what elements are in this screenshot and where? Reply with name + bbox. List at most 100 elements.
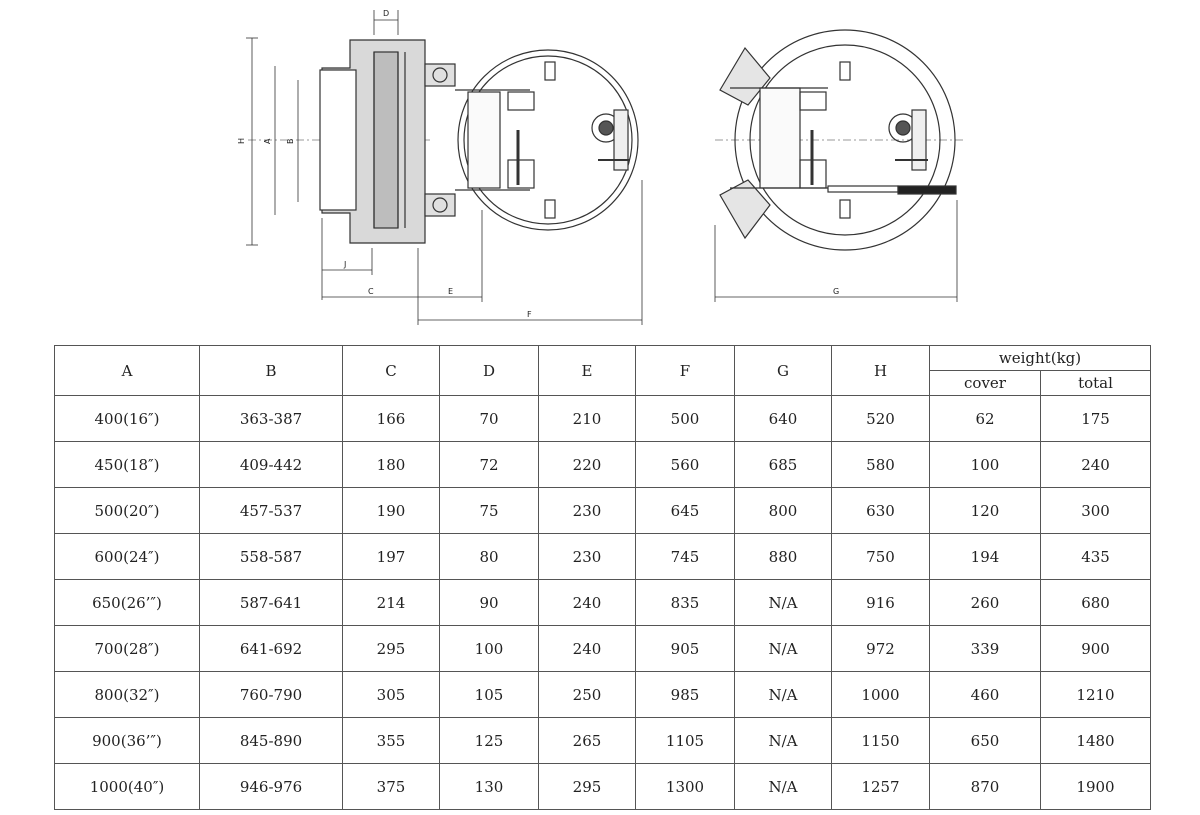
cell-b: 457-537	[199, 487, 343, 534]
cell-f: 985	[635, 671, 735, 718]
cell-d: 72	[439, 441, 539, 488]
dimension-lines	[321, 10, 958, 325]
cell-d: 130	[439, 763, 539, 810]
cell-a: 500(20″)	[54, 487, 200, 534]
cell-h: 580	[831, 441, 930, 488]
cell-e: 230	[538, 533, 636, 580]
cell-cover: 460	[929, 671, 1041, 718]
col-header-weight: weight(kg)	[928, 345, 1152, 371]
front-view	[715, 29, 965, 251]
cell-c: 305	[342, 671, 440, 718]
col-header-e: E	[538, 345, 636, 396]
cell-h: 972	[831, 625, 930, 672]
cell-f: 1300	[635, 763, 735, 810]
dim-label-e: E	[448, 287, 453, 296]
cell-e: 210	[538, 395, 636, 442]
cell-total: 1900	[1039, 763, 1152, 810]
cell-b: 845-890	[199, 717, 343, 764]
col-header-h: H	[831, 345, 930, 396]
cell-d: 70	[439, 395, 539, 442]
cell-total: 240	[1039, 441, 1152, 488]
cell-c: 214	[342, 579, 440, 626]
cell-cover: 62	[929, 395, 1041, 442]
cell-d: 75	[439, 487, 539, 534]
cell-c: 190	[342, 487, 440, 534]
cell-c: 166	[342, 395, 440, 442]
cell-d: 105	[439, 671, 539, 718]
cell-g: 685	[734, 441, 832, 488]
cell-cover: 194	[929, 533, 1041, 580]
cell-f: 745	[635, 533, 735, 580]
cell-b: 409-442	[199, 441, 343, 488]
cell-c: 180	[342, 441, 440, 488]
cell-d: 80	[439, 533, 539, 580]
cell-cover: 120	[929, 487, 1041, 534]
cell-cover: 100	[929, 441, 1041, 488]
cell-e: 265	[538, 717, 636, 764]
cell-total: 1480	[1039, 717, 1152, 764]
cell-f: 1105	[635, 717, 735, 764]
cell-g: 800	[734, 487, 832, 534]
cell-total: 300	[1039, 487, 1152, 534]
col-header-c: C	[342, 345, 440, 396]
dim-label-c: C	[368, 287, 374, 296]
dim-label-h: H	[237, 138, 246, 144]
cell-cover: 260	[929, 579, 1041, 626]
cell-c: 197	[342, 533, 440, 580]
dim-label-b: B	[286, 139, 295, 145]
cell-b: 558-587	[199, 533, 343, 580]
dim-label-a: A	[263, 138, 272, 144]
cell-c: 295	[342, 625, 440, 672]
cell-h: 750	[831, 533, 930, 580]
cell-a: 700(28″)	[54, 625, 200, 672]
cell-b: 587-641	[199, 579, 343, 626]
cell-h: 1257	[831, 763, 930, 810]
cell-h: 1150	[831, 717, 930, 764]
cell-g: N/A	[734, 625, 832, 672]
cell-a: 800(32″)	[54, 671, 200, 718]
cell-e: 240	[538, 625, 636, 672]
col-header-f: F	[635, 345, 735, 396]
cell-g: 640	[734, 395, 832, 442]
dim-label-f: F	[527, 310, 532, 319]
cell-e: 220	[538, 441, 636, 488]
cell-e: 295	[538, 763, 636, 810]
cell-d: 100	[439, 625, 539, 672]
dim-label-d: D	[383, 9, 389, 18]
cell-cover: 870	[929, 763, 1041, 810]
cell-total: 1210	[1039, 671, 1152, 718]
cell-c: 375	[342, 763, 440, 810]
cell-f: 560	[635, 441, 735, 488]
cell-b: 946-976	[199, 763, 343, 810]
col-header-b: B	[199, 345, 343, 396]
cell-f: 905	[635, 625, 735, 672]
cell-a: 1000(40″)	[54, 763, 200, 810]
cell-cover: 650	[929, 717, 1041, 764]
cell-g: 880	[734, 533, 832, 580]
cell-d: 125	[439, 717, 539, 764]
cell-c: 355	[342, 717, 440, 764]
cell-e: 240	[538, 579, 636, 626]
cell-g: N/A	[734, 579, 832, 626]
cell-b: 363-387	[199, 395, 343, 442]
table-header: A B C D E F G H weight(kg) cover total	[54, 345, 1152, 396]
spec-table: A B C D E F G H weight(kg) cover total 4…	[54, 345, 1152, 810]
cell-b: 641-692	[199, 625, 343, 672]
cell-g: N/A	[734, 763, 832, 810]
cell-h: 520	[831, 395, 930, 442]
cell-e: 250	[538, 671, 636, 718]
cell-a: 650(26’″)	[54, 579, 200, 626]
cell-a: 900(36’″)	[54, 717, 200, 764]
cell-total: 680	[1039, 579, 1152, 626]
col-header-d: D	[439, 345, 539, 396]
cell-f: 645	[635, 487, 735, 534]
cell-g: N/A	[734, 671, 832, 718]
cell-a: 450(18″)	[54, 441, 200, 488]
